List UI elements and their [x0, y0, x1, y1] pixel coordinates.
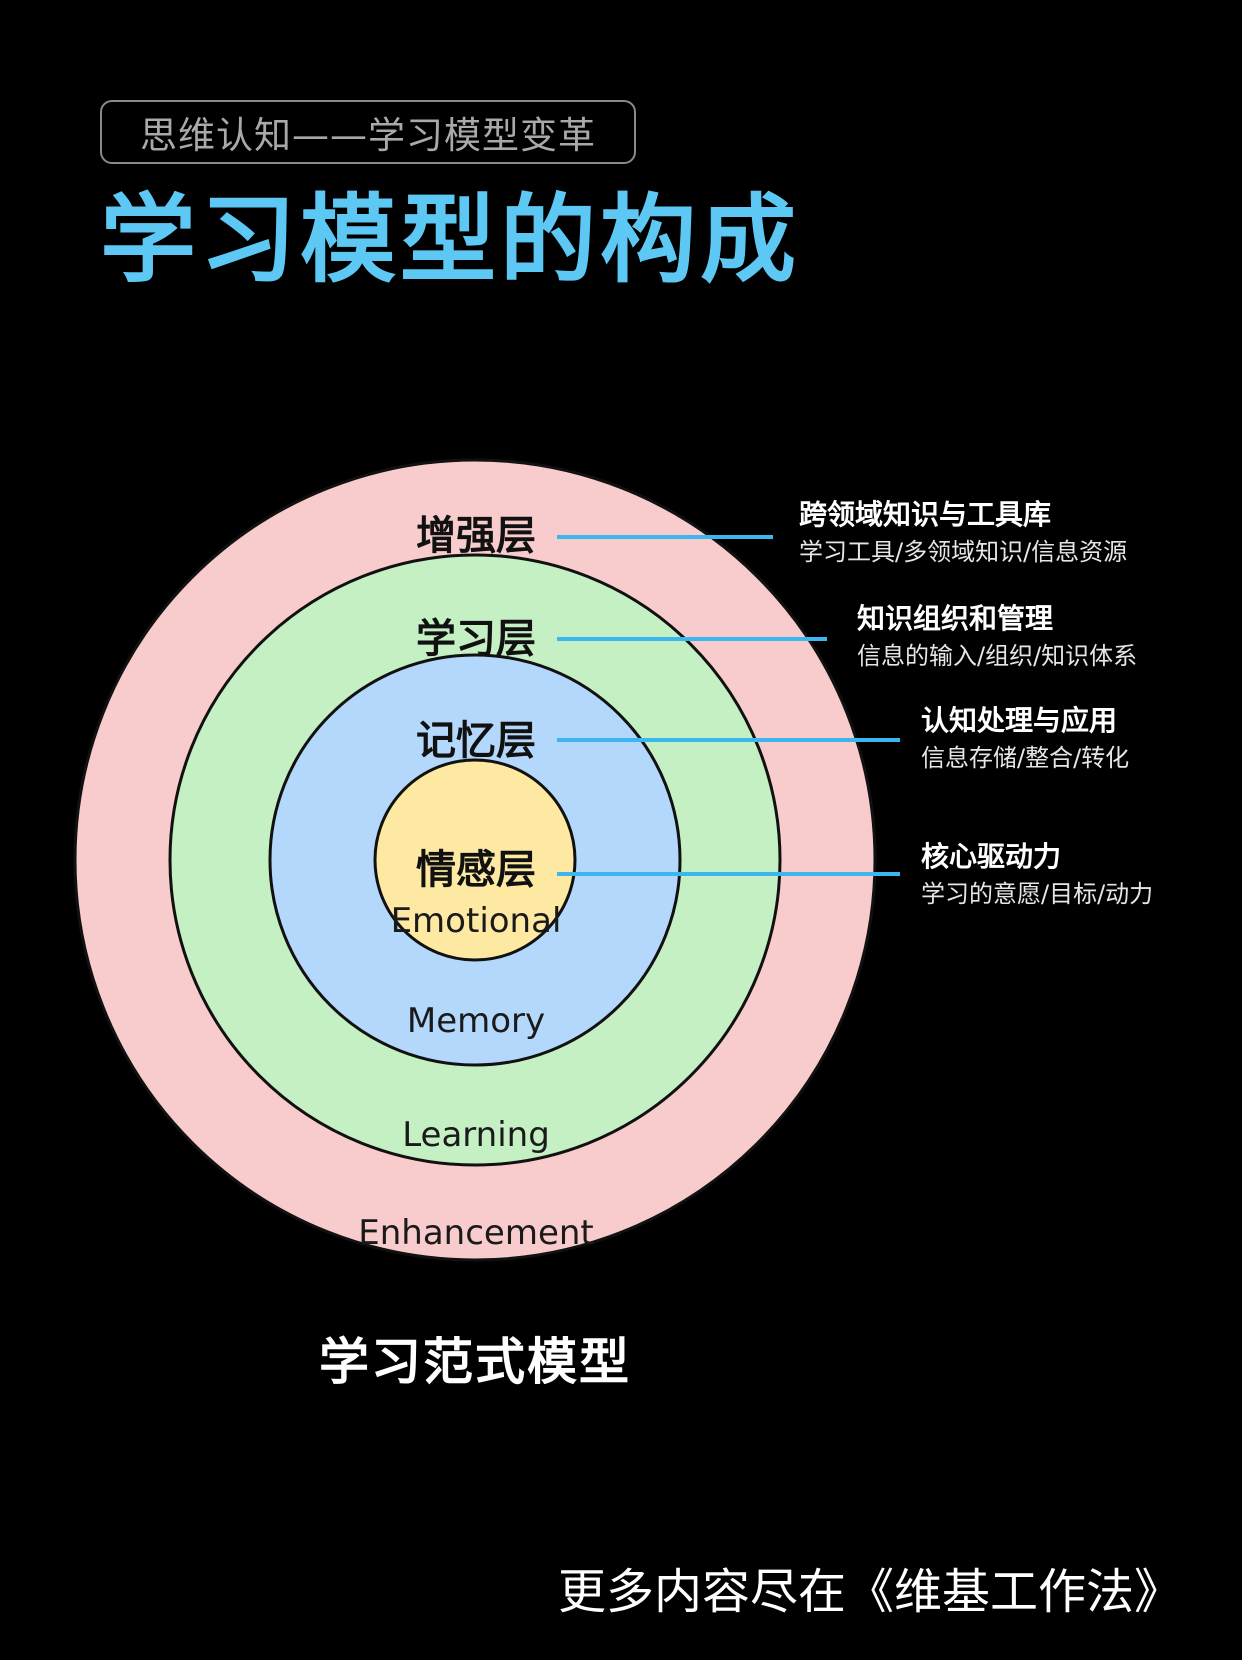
layer-label-emotional: 情感层 — [416, 847, 536, 893]
desc-enhancement: 跨领域知识与工具库 学习工具/多领域知识/信息资源 — [799, 496, 1127, 570]
desc-title-memory: 认知处理与应用 — [921, 704, 1118, 737]
desc-emotional: 核心驱动力 学习的意愿/目标/动力 — [921, 838, 1153, 912]
desc-title-enhancement: 跨领域知识与工具库 — [799, 498, 1052, 531]
ring-emotional — [373, 758, 577, 962]
layer-en-memory: Memory — [407, 1001, 545, 1041]
layer-en-enhancement: Enhancement — [358, 1213, 594, 1253]
layer-en-emotional: Emotional — [391, 901, 562, 941]
diagram-caption: 学习范式模型 — [319, 1333, 631, 1391]
desc-memory: 认知处理与应用 信息存储/整合/转化 — [921, 702, 1129, 776]
desc-sub-learning: 信息的输入/组织/知识体系 — [857, 642, 1138, 670]
page-title: 学习模型的构成 — [100, 184, 800, 296]
desc-title-learning: 知识组织和管理 — [857, 602, 1054, 635]
layer-en-learning: Learning — [402, 1115, 550, 1155]
desc-sub-emotional: 学习的意愿/目标/动力 — [921, 880, 1154, 908]
layer-label-enhancement: 增强层 — [416, 513, 536, 559]
layer-label-learning: 学习层 — [416, 616, 536, 662]
desc-learning: 知识组织和管理 信息的输入/组织/知识体系 — [857, 600, 1137, 674]
footer-promo: 更多内容尽在《维基工作法》 — [557, 1564, 1182, 1620]
desc-sub-enhancement: 学习工具/多领域知识/信息资源 — [799, 538, 1128, 566]
category-tag: 思维认知——学习模型变革 — [100, 100, 636, 164]
layer-label-memory: 记忆层 — [416, 718, 536, 764]
desc-sub-memory: 信息存储/整合/转化 — [921, 744, 1130, 772]
desc-title-emotional: 核心驱动力 — [921, 840, 1062, 873]
